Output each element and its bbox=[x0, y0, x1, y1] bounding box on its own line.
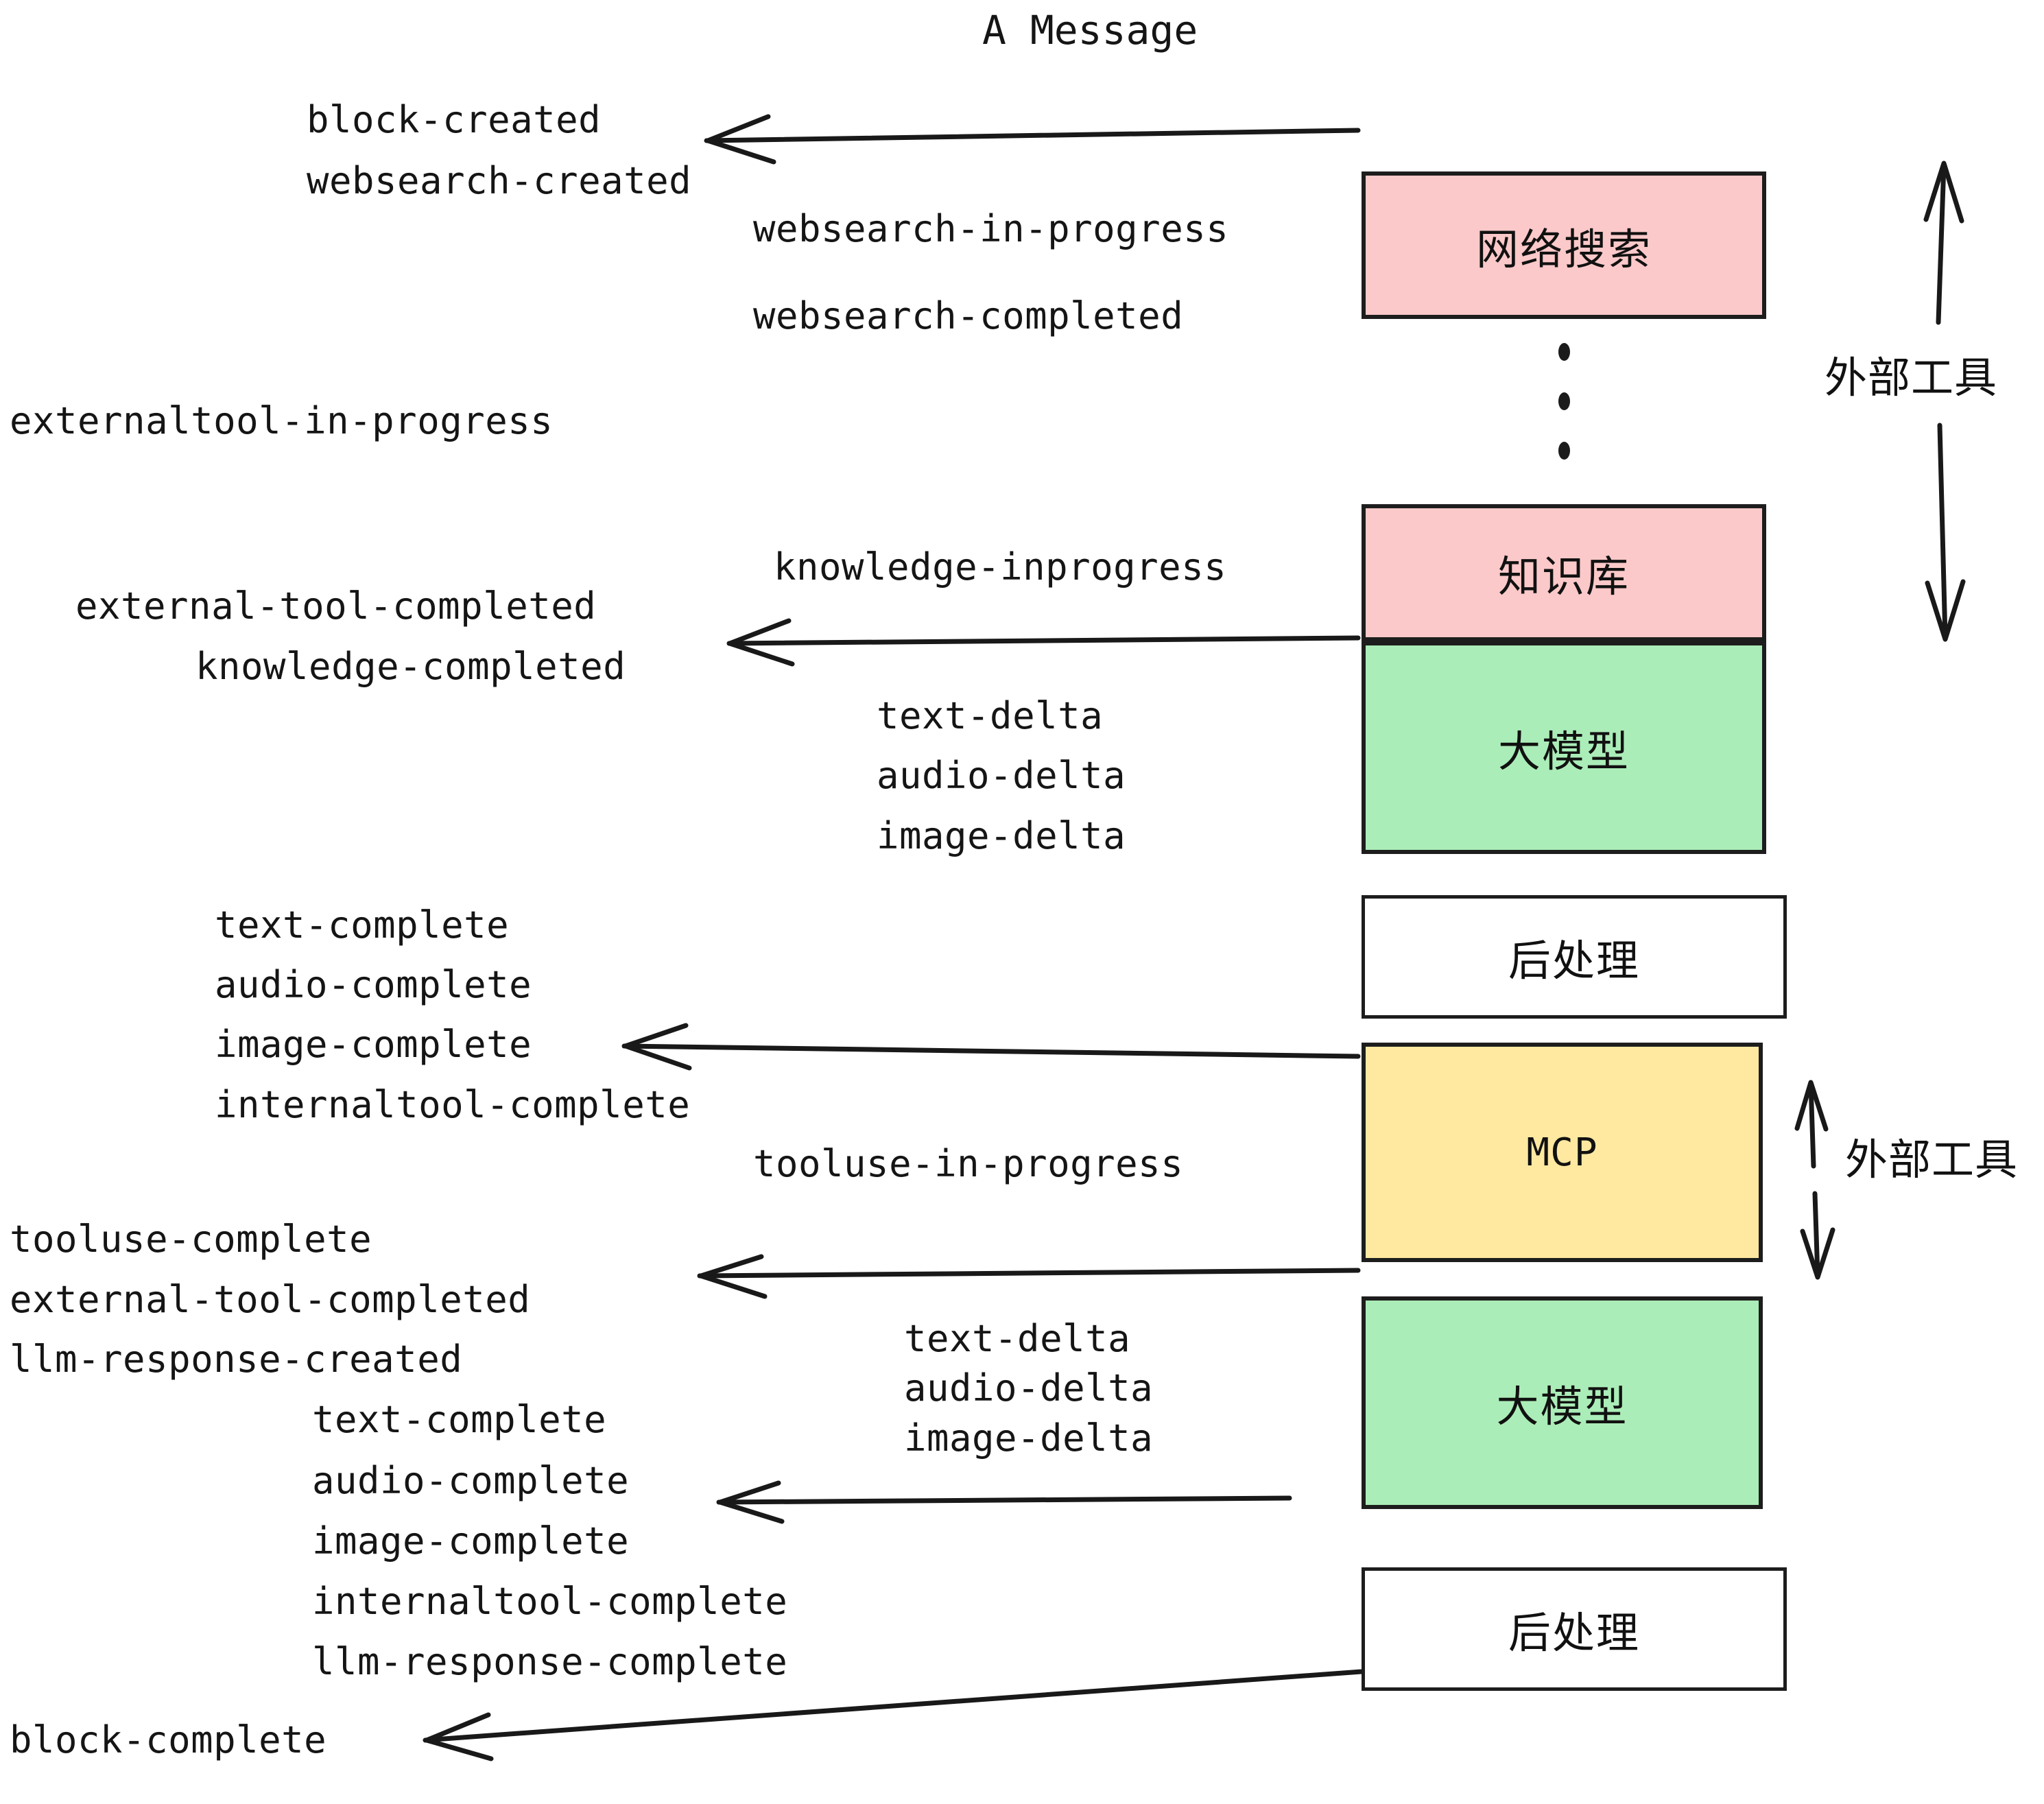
event-llm-response-complete: llm-response-complete bbox=[312, 1640, 788, 1683]
event-tooluse-in-progress: tooluse-in-progress bbox=[753, 1142, 1184, 1185]
box-mcp[interactable]: MCP bbox=[1362, 1043, 1763, 1262]
event-audio-complete-1: audio-complete bbox=[215, 963, 532, 1006]
ellipsis-dots bbox=[1554, 343, 1574, 460]
box-llm-2[interactable]: 大模型 bbox=[1362, 1296, 1763, 1509]
event-knowledge-completed: knowledge-completed bbox=[195, 645, 626, 688]
event-tooluse-complete: tooluse-complete bbox=[10, 1218, 372, 1261]
box-llm-2-label: 大模型 bbox=[1496, 1381, 1628, 1432]
event-external-tool-completed-1: external-tool-completed bbox=[75, 584, 597, 628]
dot-2 bbox=[1558, 392, 1570, 410]
event-websearch-completed: websearch-completed bbox=[753, 294, 1184, 337]
external-tools-range-bottom bbox=[1794, 1080, 1835, 1280]
dot-3 bbox=[1558, 442, 1570, 460]
event-image-delta-2: image-delta bbox=[904, 1416, 1154, 1460]
event-image-complete-2: image-complete bbox=[312, 1519, 630, 1563]
event-image-delta-1: image-delta bbox=[877, 814, 1126, 857]
event-image-complete-1: image-complete bbox=[215, 1023, 532, 1066]
event-knowledge-inprogress: knowledge-inprogress bbox=[774, 545, 1227, 589]
event-audio-complete-2: audio-complete bbox=[312, 1459, 630, 1502]
arrow-tooluse-complete bbox=[697, 1254, 1361, 1299]
box-knowledge[interactable]: 知识库 bbox=[1362, 504, 1766, 641]
event-block-created: block-created bbox=[307, 98, 602, 141]
box-postprocess-1[interactable]: 后处理 bbox=[1362, 895, 1787, 1019]
arrow-knowledge-completed bbox=[726, 618, 1361, 667]
side-label-external-tools-top: 外部工具 bbox=[1825, 353, 1998, 403]
box-llm-1-label: 大模型 bbox=[1497, 726, 1630, 776]
event-externaltool-in-progress: externaltool-in-progress bbox=[10, 399, 554, 442]
event-text-complete-1: text-complete bbox=[215, 903, 510, 947]
box-postprocess-2[interactable]: 后处理 bbox=[1362, 1567, 1787, 1691]
event-text-complete-2: text-complete bbox=[312, 1398, 607, 1441]
event-text-delta-1: text-delta bbox=[877, 694, 1104, 737]
box-websearch-label: 网络搜索 bbox=[1475, 224, 1652, 274]
box-postprocess-2-label: 后处理 bbox=[1508, 1608, 1640, 1658]
event-audio-delta-1: audio-delta bbox=[877, 754, 1126, 797]
arrow-image-complete bbox=[621, 1023, 1361, 1071]
dot-1 bbox=[1558, 343, 1570, 361]
page-title: A Message bbox=[982, 7, 1198, 54]
box-postprocess-1-label: 后处理 bbox=[1508, 936, 1640, 986]
event-text-delta-2: text-delta bbox=[904, 1317, 1131, 1360]
event-internaltool-complete-1: internaltool-complete bbox=[215, 1083, 691, 1126]
box-llm-1[interactable]: 大模型 bbox=[1362, 641, 1766, 854]
arrow-block-complete bbox=[423, 1669, 1364, 1761]
event-audio-delta-2: audio-delta bbox=[904, 1366, 1154, 1410]
event-external-tool-completed-2: external-tool-completed bbox=[10, 1278, 531, 1321]
box-mcp-label: MCP bbox=[1526, 1130, 1598, 1175]
event-block-complete: block-complete bbox=[10, 1718, 327, 1761]
box-websearch[interactable]: 网络搜索 bbox=[1362, 171, 1766, 319]
event-websearch-created: websearch-created bbox=[307, 159, 692, 202]
event-websearch-in-progress: websearch-in-progress bbox=[753, 207, 1229, 250]
arrow-websearch-created bbox=[704, 114, 1361, 165]
box-knowledge-label: 知识库 bbox=[1497, 551, 1630, 602]
arrow-audio-complete bbox=[716, 1480, 1292, 1524]
side-label-external-tools-bottom: 外部工具 bbox=[1845, 1135, 2019, 1185]
event-llm-response-created: llm-response-created bbox=[10, 1338, 463, 1381]
event-internaltool-complete-2: internaltool-complete bbox=[312, 1580, 788, 1623]
